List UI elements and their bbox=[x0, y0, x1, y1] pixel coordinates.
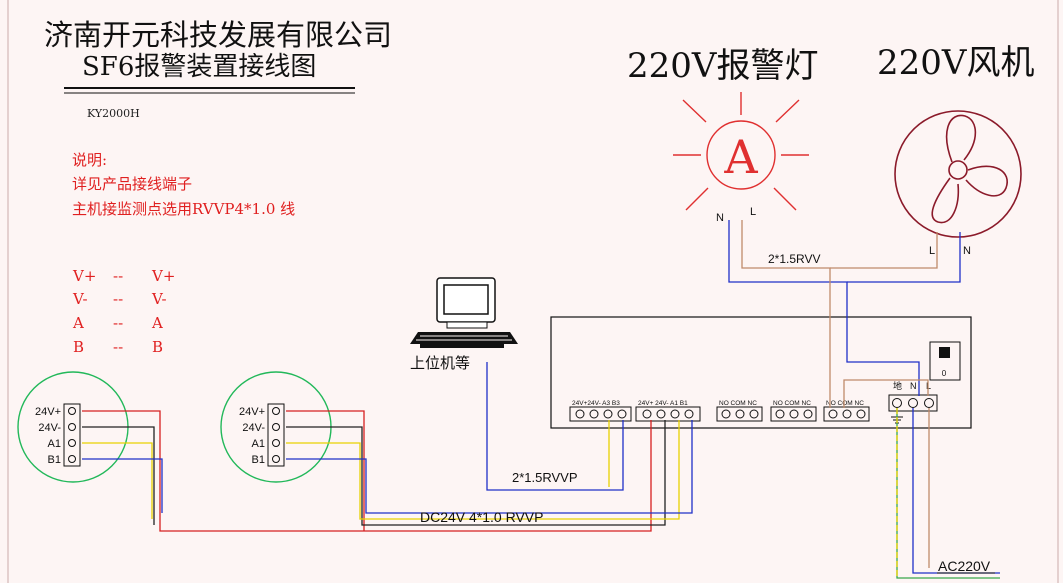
relay-1-labels: NO COM NC bbox=[719, 400, 757, 407]
sensor-terminal-block: 24V+ 24V- A1 B1 bbox=[635, 400, 701, 422]
sensor-1-terminal-block bbox=[63, 403, 81, 467]
mapping-right: A bbox=[151, 314, 163, 332]
comm-terminal-block: 24V+24V- A3 B3 bbox=[569, 400, 632, 422]
fan-terminal-n: N bbox=[963, 245, 971, 257]
sensor-terminal-24v-minus: 24V- bbox=[242, 422, 265, 434]
notes-heading: 说明: bbox=[72, 151, 107, 169]
sensor-terminal-24v-plus: 24V+ bbox=[35, 406, 61, 418]
sensor-1: 24V+ 24V- A1 B1 bbox=[17, 371, 129, 483]
power-n-label: N bbox=[910, 381, 917, 391]
switch-state-label: 0 bbox=[942, 369, 947, 378]
relay-terminal-block-1: NO COM NC bbox=[716, 400, 763, 422]
fan-icon bbox=[894, 110, 1022, 238]
company-name: 济南开元科技发展有限公司 bbox=[44, 18, 392, 52]
mapping-sep: -- bbox=[113, 290, 123, 308]
sensor-2-terminal-block bbox=[267, 403, 285, 467]
sensor-2-wires bbox=[286, 410, 693, 531]
notes-line-1: 详见产品接线端子 bbox=[72, 175, 192, 193]
lamp-circle bbox=[706, 120, 776, 190]
lamp-line-wire bbox=[741, 220, 831, 408]
mapping-left: V- bbox=[72, 290, 88, 308]
lamp-symbol: A bbox=[723, 130, 758, 184]
sensor-terminal-a1: A1 bbox=[48, 438, 61, 450]
sensor-terminal-b1: B1 bbox=[252, 454, 265, 466]
fan-neutral-wire bbox=[847, 232, 961, 283]
mapping-sep: -- bbox=[113, 338, 123, 356]
fan-label: 220V风机 bbox=[877, 43, 1034, 83]
lamp-terminal-n: N bbox=[716, 212, 724, 224]
monitor-stand bbox=[446, 321, 488, 329]
alarm-lamp-label: 220V报警灯 bbox=[627, 46, 818, 86]
neutral-wire bbox=[728, 220, 920, 396]
computer-label: 上位机等 bbox=[410, 354, 470, 372]
com-to-l-wire bbox=[843, 379, 929, 408]
mapping-left: B bbox=[73, 338, 84, 356]
relay-3-labels: NO COM NC bbox=[826, 400, 864, 407]
mapping-left: A bbox=[72, 314, 84, 332]
sensor-terminal-b1: B1 bbox=[48, 454, 61, 466]
comm-wire-blue bbox=[486, 362, 624, 491]
relay-2-labels: NO COM NC bbox=[773, 400, 811, 407]
comm-cable-label: 2*1.5RVVP bbox=[512, 470, 578, 485]
fan-blades bbox=[931, 114, 1008, 224]
relay-terminal-block-2: NO COM NC bbox=[770, 400, 817, 422]
sensor-terminal-labels: 24V+ 24V- A1 B1 bbox=[638, 400, 688, 407]
notes-line-2: 主机接监测点选用RVVP4*1.0 线 bbox=[72, 200, 295, 218]
fan-line-wire bbox=[830, 232, 938, 269]
diagram-title: SF6报警装置接线图 bbox=[82, 52, 316, 82]
relay-terminal-block-3: NO COM NC bbox=[823, 400, 870, 422]
sensor-terminal-a1: A1 bbox=[252, 438, 265, 450]
monitor-screen bbox=[443, 284, 489, 315]
fan-lamp-cable-label: 2*1.5RVV bbox=[768, 252, 820, 266]
controller-box bbox=[550, 316, 972, 429]
mapping-sep: -- bbox=[113, 314, 123, 332]
mapping-right: B bbox=[152, 338, 163, 356]
fan-guard bbox=[894, 110, 1022, 238]
sensor-1-wires bbox=[82, 410, 652, 532]
comm-terminal-labels: 24V+24V- A3 B3 bbox=[572, 400, 620, 407]
lamp-rays bbox=[673, 92, 809, 211]
sensor-terminal-24v-plus: 24V+ bbox=[239, 406, 265, 418]
alarm-lamp-icon: A bbox=[673, 92, 809, 211]
mapping-sep: -- bbox=[113, 267, 123, 285]
power-ground-label: 地 bbox=[893, 380, 902, 391]
keyboard bbox=[410, 332, 518, 344]
mapping-left: V+ bbox=[72, 267, 96, 285]
signal-mapping-table: V+ -- V+ V- -- V- A -- A B -- B bbox=[72, 267, 175, 356]
power-cable-label: AC220V bbox=[938, 558, 991, 574]
sensor-bus-cable-label: DC24V 4*1.0 RVVP bbox=[420, 509, 543, 525]
power-wires bbox=[896, 408, 1000, 579]
mapping-right: V+ bbox=[151, 267, 175, 285]
fan-terminal-l: L bbox=[929, 245, 935, 257]
sensor-terminal-24v-minus: 24V- bbox=[38, 422, 61, 434]
computer-icon bbox=[410, 277, 518, 348]
model-number: KY2000H bbox=[87, 107, 140, 120]
power-switch-icon: 0 bbox=[929, 341, 961, 381]
lamp-terminal-l: L bbox=[750, 206, 756, 218]
mapping-right: V- bbox=[151, 290, 167, 308]
